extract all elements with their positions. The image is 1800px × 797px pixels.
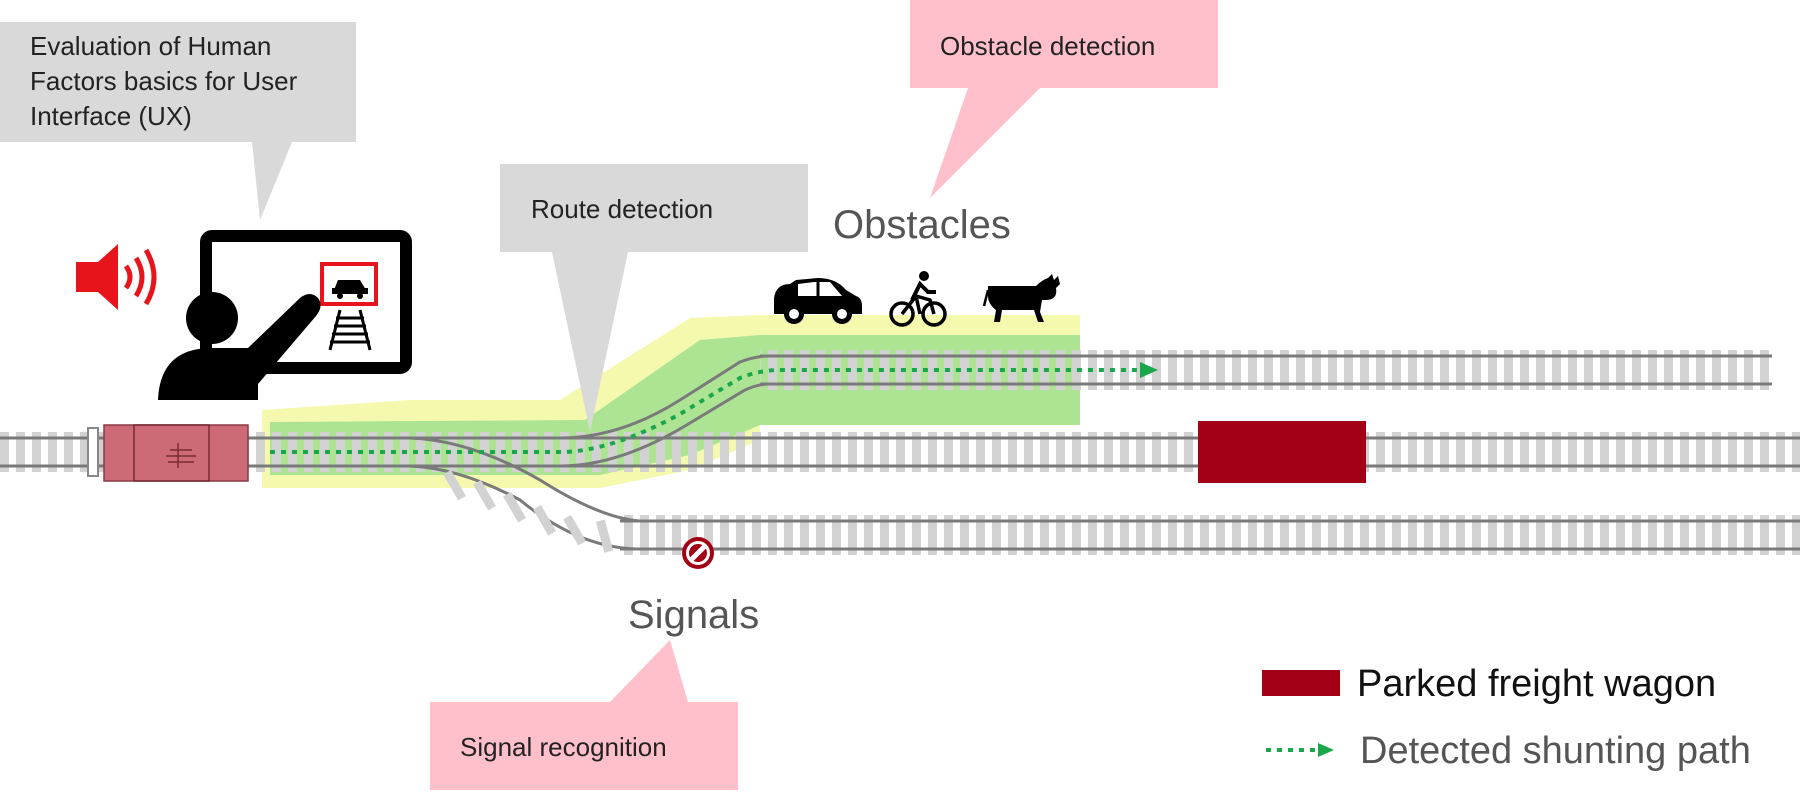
- track-upper: [559, 350, 1772, 468]
- legend-wagon-label: Parked freight wagon: [1357, 663, 1716, 705]
- callout-obstacle-text: Obstacle detection: [940, 31, 1155, 61]
- parked-freight-wagon: [1198, 421, 1366, 483]
- legend: Parked freight wagon Detected shunting p…: [1262, 663, 1751, 772]
- callout-ux-line2: Factors basics for User: [30, 66, 298, 96]
- speaker-icon: [76, 244, 157, 310]
- legend-wagon-swatch: [1262, 670, 1340, 696]
- callout-ux: Evaluation of Human Factors basics for U…: [0, 22, 356, 220]
- car-icon: [774, 278, 862, 324]
- track-main: [0, 432, 1800, 472]
- locomotive-icon: [87, 424, 249, 482]
- callout-obstacle-detection: Obstacle detection: [910, 0, 1218, 198]
- cow-icon: [982, 274, 1060, 322]
- label-signals: Signals: [628, 593, 759, 637]
- presenter-screen-icon: [158, 230, 412, 400]
- detected-shunting-path: [270, 362, 1158, 454]
- cyclist-icon: [889, 271, 947, 327]
- callout-route-text: Route detection: [531, 194, 713, 224]
- legend-path-swatch: [1266, 743, 1334, 757]
- label-obstacles: Obstacles: [833, 203, 1011, 247]
- callout-ux-line3: Interface (UX): [30, 101, 192, 131]
- track-lower: [409, 436, 1800, 555]
- callout-signal-recognition: Signal recognition: [430, 640, 738, 790]
- callout-signal-text: Signal recognition: [460, 732, 667, 762]
- callout-ux-line1: Evaluation of Human: [30, 31, 271, 61]
- legend-path-label: Detected shunting path: [1360, 730, 1751, 772]
- stop-signal-icon: [682, 537, 714, 569]
- callout-route-detection: Route detection: [500, 164, 808, 432]
